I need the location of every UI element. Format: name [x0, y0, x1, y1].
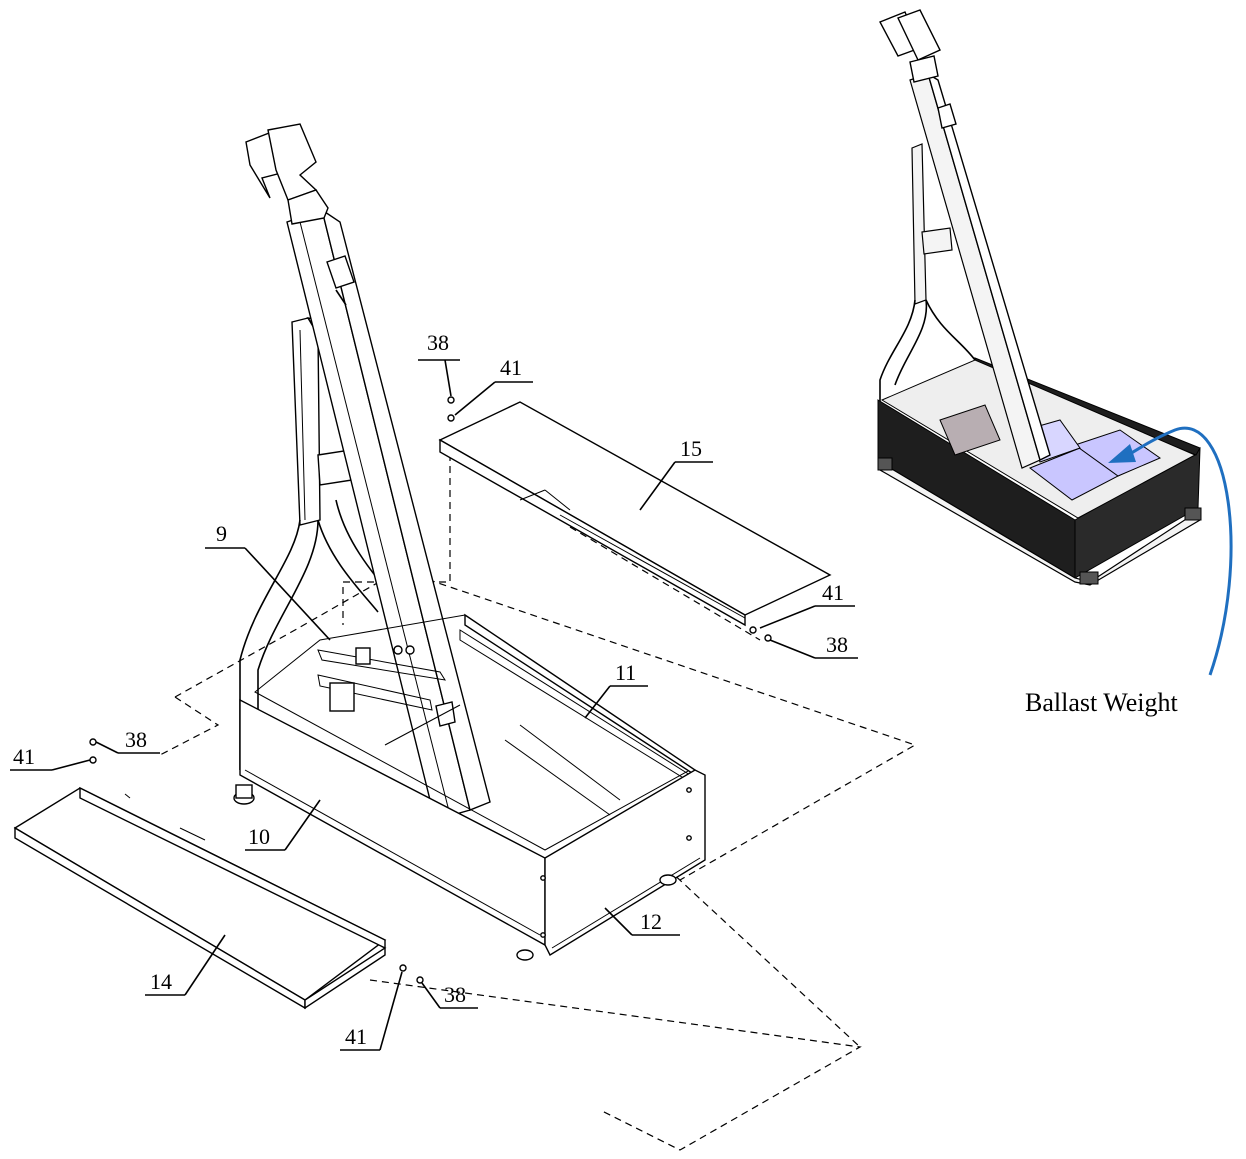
label-38-right: 38 [826, 632, 848, 657]
ballast-callout: Ballast Weight [1025, 426, 1233, 717]
label-9: 9 [216, 521, 227, 546]
label-41-right: 41 [822, 580, 844, 605]
label-11: 11 [615, 660, 636, 685]
leader-lines [10, 359, 858, 1051]
part-labels: 38 41 15 9 11 41 38 41 38 10 12 14 38 41 [13, 330, 848, 1049]
inset-ballast-weight [1073, 429, 1162, 477]
label-38-bottom: 38 [444, 982, 466, 1007]
ballast-weight-label: Ballast Weight [1025, 688, 1178, 717]
label-15: 15 [680, 436, 702, 461]
base-box [233, 613, 706, 961]
ballast-arrow [1127, 426, 1233, 676]
label-14: 14 [150, 969, 172, 994]
label-38-left: 38 [125, 727, 147, 752]
label-10: 10 [248, 824, 270, 849]
fasteners-right [749, 626, 772, 642]
cover-plate-15 [438, 396, 832, 627]
inset-grey-block [939, 404, 1001, 456]
exploded-dashed-guides [159, 442, 917, 1151]
label-41-bottom: 41 [345, 1024, 367, 1049]
ballast-arrow-head [1108, 444, 1136, 463]
inset-foot [1079, 571, 1099, 585]
label-38-top: 38 [427, 330, 449, 355]
inset-foot [1184, 507, 1202, 521]
cover-plate-14 [13, 738, 424, 1010]
frame-inclined-mast [245, 123, 491, 821]
label-41-top: 41 [500, 355, 522, 380]
label-12: 12 [640, 909, 662, 934]
inset-assembled-view [877, 9, 1202, 586]
inset-foot [877, 457, 893, 471]
label-41-left: 41 [13, 744, 35, 769]
